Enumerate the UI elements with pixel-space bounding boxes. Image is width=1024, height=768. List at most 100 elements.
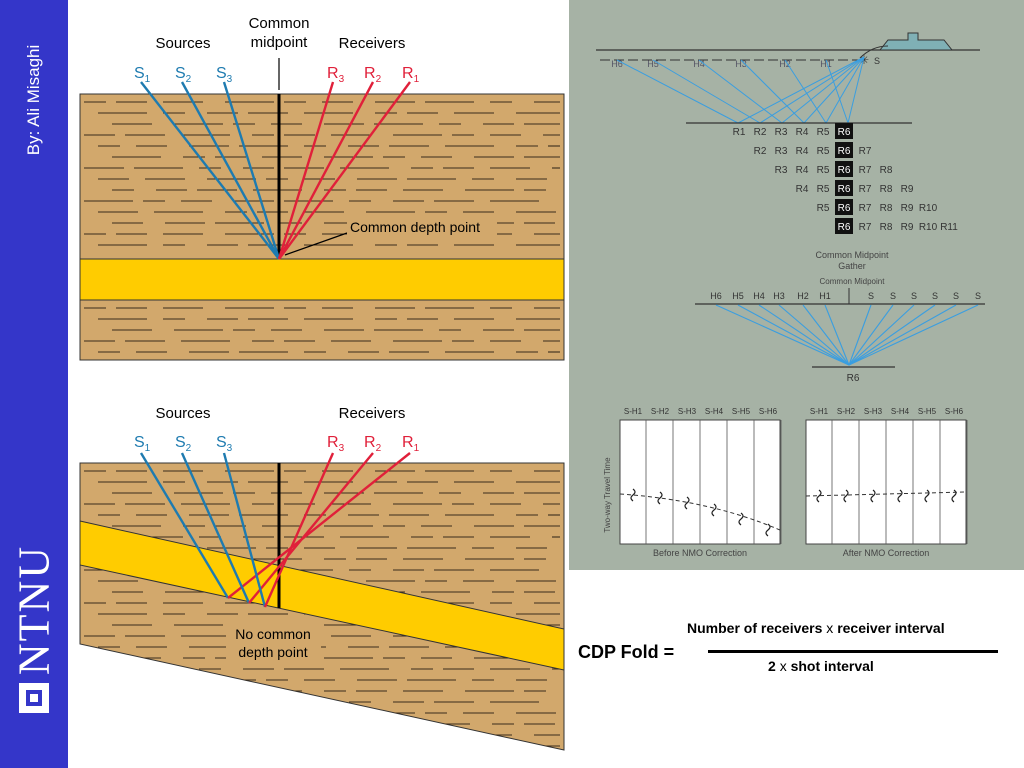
gather-cell: R8 (880, 222, 893, 233)
top-rays (140, 81, 411, 260)
ship-icon (878, 32, 954, 51)
wavelet (816, 489, 822, 503)
cmp-ray (737, 304, 850, 366)
gather-cell: R2 (754, 127, 767, 138)
gather-cell: R3 (775, 127, 788, 138)
bottom-receiver-r2: R2 (364, 434, 382, 454)
wavelet (765, 523, 771, 537)
numerator-interval: receiver interval (837, 620, 945, 636)
gather-cell: R5 (817, 127, 830, 138)
bottom-receiver-r3: R3 (327, 434, 345, 454)
gather-cell: R10 (919, 222, 938, 233)
gather-cell: R9 (901, 203, 914, 214)
trace-label: S-H2 (651, 407, 670, 416)
gather-cell: R5 (817, 146, 830, 157)
bottom-rays (139, 452, 411, 608)
gather-highlight (835, 180, 853, 196)
gather-cell: R6 (838, 146, 851, 157)
event-curve (619, 493, 781, 531)
sidebar: By: Ali Misaghi NTNU (0, 0, 68, 768)
bottom-sources-label: Sources (155, 405, 210, 422)
cmp-ray (824, 304, 850, 366)
trace-label: S-H2 (837, 407, 856, 416)
wavelet (738, 512, 744, 526)
trace-label: S-H3 (678, 407, 697, 416)
gather-cell: R8 (880, 203, 893, 214)
top-diagram: Sources Common midpoint Receivers S1 S2 … (79, 15, 565, 361)
top-depth-point-label: Common depth point (350, 219, 480, 235)
gather-cell: R1 (733, 127, 746, 138)
gather-cell: R10 (919, 203, 938, 214)
incident-ray (825, 56, 865, 124)
bottom-receiver-r1: R1 (402, 434, 420, 454)
source-ray (222, 452, 267, 608)
top-receiver-r1: R1 (402, 65, 420, 85)
top-receiver-r2: R2 (364, 65, 382, 85)
cmp-source-label: S (932, 291, 938, 301)
top-sources-label: Sources (155, 35, 210, 52)
reflected-ray (825, 59, 849, 124)
wavelet (711, 503, 717, 517)
ntnu-logo-icon (19, 683, 49, 713)
bottom-dipping-reflector (79, 520, 565, 671)
gather-cell: R6 (838, 203, 851, 214)
bottom-receivers-label: Receivers (339, 405, 406, 422)
cmp-ray (715, 304, 850, 366)
cmp-ray (848, 304, 872, 366)
trace-label: S-H6 (945, 407, 964, 416)
cmp-hydrophone-label: H4 (753, 291, 765, 301)
bottom-diagram: Sources Receivers S1 S2 S3 R3 R2 R1 No c… (79, 405, 565, 751)
source-ray (139, 452, 230, 599)
gather-cell: R4 (796, 184, 809, 195)
wavelet (924, 489, 930, 503)
gather-cell: R5 (817, 165, 830, 176)
top-source-s3: S3 (216, 65, 233, 85)
incident-ray (759, 56, 865, 124)
top-depth-point-leader (284, 232, 348, 256)
gather-cell: R4 (796, 127, 809, 138)
ship-source-label: S (874, 56, 880, 66)
trace-label: S-H4 (891, 407, 910, 416)
cmp-hydrophone-label: H1 (819, 291, 831, 301)
top-receivers-label: Receivers (339, 35, 406, 52)
cmp-ray (848, 304, 936, 366)
cmp-source-label: S (890, 291, 896, 301)
gather-cell: R7 (859, 184, 872, 195)
bottom-source-s2: S2 (175, 434, 192, 454)
cmp-ray (778, 304, 850, 366)
y-axis-label: Two-way Travel Time (603, 457, 612, 533)
incident-ray (803, 56, 865, 124)
hydrophone-label: H5 (647, 59, 659, 69)
cmp-ray (848, 304, 957, 366)
denominator-times: x (779, 658, 787, 674)
cmp-ray (848, 304, 915, 366)
gather-cell: R6 (838, 127, 851, 138)
gather-highlight (835, 199, 853, 215)
receiver-ray (278, 81, 411, 260)
hydrophone-label: H2 (779, 59, 791, 69)
top-midpoint-label-line1: Common (249, 15, 310, 32)
cmp-receiver-label: R6 (847, 373, 860, 384)
receiver-ray (277, 81, 335, 260)
cmp-hydrophone-label: H2 (797, 291, 809, 301)
receiver-ray (263, 452, 335, 608)
cmp-label: Common Midpoint (820, 277, 886, 286)
cmp-source-label: S (975, 291, 981, 301)
gather-cell: R6 (838, 222, 851, 233)
formula-denominator: 2 x shot interval (768, 658, 874, 674)
fraction-bar (708, 650, 998, 653)
before-nmo-label: Before NMO Correction (653, 548, 747, 558)
wavelet (843, 489, 849, 503)
cmp-hydrophone-label: H3 (773, 291, 785, 301)
wavelet (897, 489, 903, 503)
event-curve (805, 491, 967, 497)
bottom-depth-point-label-line1: No common (235, 626, 310, 642)
gather-cell: R8 (880, 184, 893, 195)
top-receiver-r3: R3 (327, 65, 345, 85)
gather-cell: R7 (859, 146, 872, 157)
cmp-source-label: S (911, 291, 917, 301)
source-star-icon: ✳ (859, 53, 869, 67)
